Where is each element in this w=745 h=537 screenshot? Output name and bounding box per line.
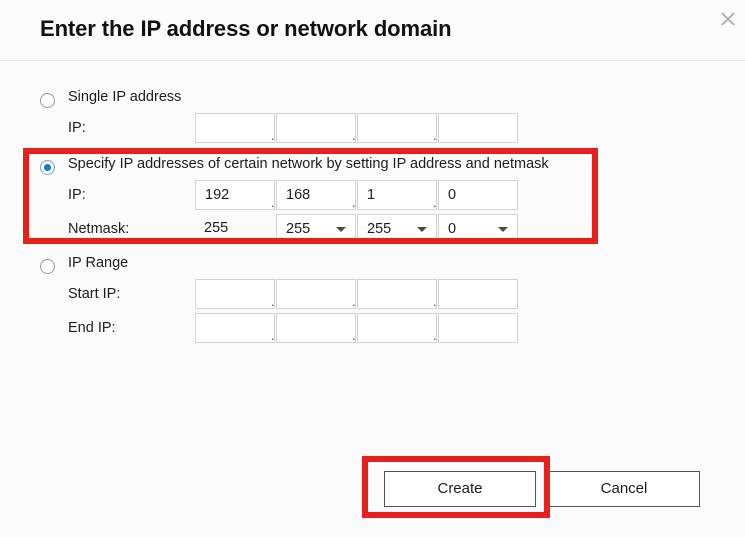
page-title: Enter the IP address or network domain	[40, 16, 452, 41]
radio-label-ip-range[interactable]: IP Range	[68, 255, 129, 271]
octet-group-network-ip: 192 . 168 . 1 . 0	[195, 180, 520, 210]
octet-input-4[interactable]	[438, 113, 518, 143]
cancel-button[interactable]: Cancel	[548, 471, 700, 507]
field-row-network-ip: IP: 192 . 168 . 1 . 0	[0, 180, 745, 214]
field-row-start-ip: Start IP: . . .	[0, 279, 745, 313]
radio-row-network-netmask[interactable]: Specify IP addresses of certain network …	[0, 156, 745, 180]
octet-separator: .	[352, 195, 356, 210]
octet-separator: .	[271, 328, 275, 343]
octet-group-netmask: 255 . 255 . 255 . 0	[195, 214, 520, 244]
octet-separator: .	[433, 195, 437, 210]
field-row-single-ip: IP: . . .	[0, 113, 745, 147]
start-ip-octet-input-1[interactable]	[195, 279, 275, 309]
radio-row-single-ip[interactable]: Single IP address	[0, 89, 745, 113]
octet-separator: .	[271, 229, 275, 244]
field-label-end-ip: End IP:	[68, 320, 116, 336]
option-group-single-ip: Single IP address IP: . . .	[0, 89, 745, 147]
chevron-down-icon	[498, 227, 508, 232]
octet-group-end-ip: . . .	[195, 313, 520, 343]
dialog-body: Single IP address IP: . . . Specify IP	[0, 61, 745, 441]
radio-ip-range[interactable]	[40, 259, 55, 274]
octet-group-start-ip: . . .	[195, 279, 520, 309]
ip-octet-input-1[interactable]: 192	[195, 180, 275, 210]
radio-single-ip[interactable]	[40, 93, 55, 108]
netmask-select-2[interactable]: 255	[276, 214, 356, 244]
field-label-netmask: Netmask:	[68, 221, 130, 237]
option-group-ip-range: IP Range Start IP: . . . End IP:	[0, 255, 745, 347]
field-row-end-ip: End IP: . . .	[0, 313, 745, 347]
netmask-octet-value-1: 255	[204, 220, 229, 236]
octet-separator: .	[433, 328, 437, 343]
field-label-start-ip: Start IP:	[68, 286, 121, 302]
netmask-select-3-value: 255	[367, 221, 392, 237]
radio-network-netmask[interactable]	[40, 160, 55, 175]
netmask-select-4[interactable]: 0	[438, 214, 518, 244]
ip-octet-input-4[interactable]: 0	[438, 180, 518, 210]
octet-separator: .	[271, 195, 275, 210]
octet-separator: .	[352, 229, 356, 244]
end-ip-octet-input-3[interactable]	[357, 313, 437, 343]
field-label-ip: IP:	[68, 187, 86, 203]
octet-separator: .	[433, 229, 437, 244]
octet-input-1[interactable]	[195, 113, 275, 143]
octet-separator: .	[433, 294, 437, 309]
dialog-header: Enter the IP address or network domain	[0, 0, 745, 61]
chevron-down-icon	[336, 227, 346, 232]
octet-separator: .	[271, 128, 275, 143]
chevron-down-icon	[417, 227, 427, 232]
option-group-network-netmask: Specify IP addresses of certain network …	[0, 156, 745, 248]
radio-row-ip-range[interactable]: IP Range	[0, 255, 745, 279]
octet-input-2[interactable]	[276, 113, 356, 143]
field-label-ip: IP:	[68, 120, 86, 136]
start-ip-octet-input-2[interactable]	[276, 279, 356, 309]
end-ip-octet-input-1[interactable]	[195, 313, 275, 343]
octet-input-3[interactable]	[357, 113, 437, 143]
create-button[interactable]: Create	[384, 471, 536, 507]
start-ip-octet-input-3[interactable]	[357, 279, 437, 309]
netmask-select-4-value: 0	[448, 221, 457, 237]
octet-separator: .	[433, 128, 437, 143]
octet-group-single-ip: . . .	[195, 113, 520, 143]
dialog-footer: Create Cancel	[0, 441, 745, 537]
radio-label-network-netmask[interactable]: Specify IP addresses of certain network …	[68, 156, 549, 172]
octet-separator: .	[271, 294, 275, 309]
radio-label-single-ip[interactable]: Single IP address	[68, 89, 182, 105]
octet-separator: .	[352, 328, 356, 343]
netmask-select-2-value: 255	[286, 221, 311, 237]
octet-separator: .	[352, 294, 356, 309]
ip-octet-input-3[interactable]: 1	[357, 180, 437, 210]
field-row-netmask: Netmask: 255 . 255 . 255 . 0	[0, 214, 745, 248]
end-ip-octet-input-4[interactable]	[438, 313, 518, 343]
ip-octet-input-2[interactable]: 168	[276, 180, 356, 210]
octet-separator: .	[352, 128, 356, 143]
netmask-select-3[interactable]: 255	[357, 214, 437, 244]
close-icon[interactable]	[713, 5, 743, 33]
start-ip-octet-input-4[interactable]	[438, 279, 518, 309]
end-ip-octet-input-2[interactable]	[276, 313, 356, 343]
